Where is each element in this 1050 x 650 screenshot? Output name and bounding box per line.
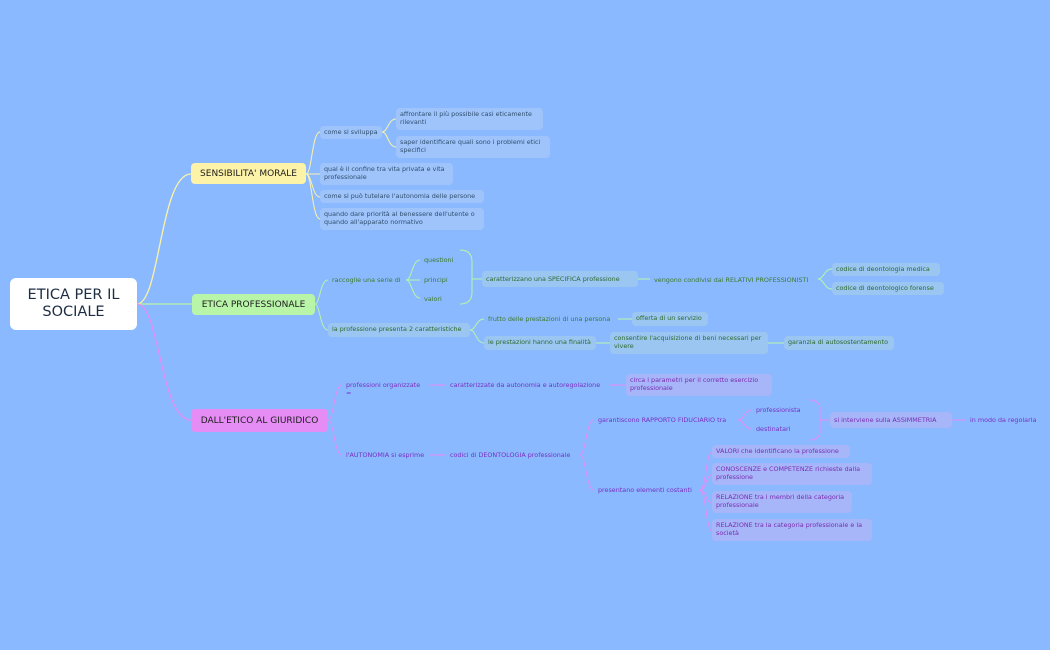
subtopic-sviluppo-casi[interactable]: affrontare il più possibile casi eticame…	[396, 108, 543, 130]
topic-etica-professionale[interactable]: ETICA PROFESSIONALE	[192, 294, 315, 315]
subtopic-autonomia-persone[interactable]: come si può tutelare l'autonomia delle p…	[320, 190, 484, 203]
item-relazione-societa[interactable]: RELAZIONE tra la categoria professionale…	[712, 519, 872, 541]
item-relazione-membri[interactable]: RELAZIONE tra i membri della categoria p…	[712, 491, 852, 513]
item-professionista[interactable]: professionista	[756, 406, 801, 414]
item-questioni[interactable]: questioni	[424, 256, 454, 264]
subtopic-elementi-costanti[interactable]: presentano elementi costanti	[598, 486, 692, 494]
topic-etico-giuridico[interactable]: DALL'ETICO AL GIURIDICO	[191, 409, 328, 432]
root-topic[interactable]: ETICA PER IL SOCIALE	[10, 278, 137, 330]
item-codice-forense[interactable]: codice di deontologico forense	[832, 282, 944, 295]
subtopic-rapporto-fiduciario[interactable]: garantiscono RAPPORTO FIDUCIARIO tra	[598, 416, 727, 424]
subtopic-autonomia-autoregolazione[interactable]: caratterizzate da autonomia e autoregola…	[450, 381, 601, 389]
subtopic-codici-deontologia[interactable]: codici di DEONTOLOGIA professionale	[450, 451, 571, 459]
item-garanzia[interactable]: garanzia di autosostentamento	[784, 336, 894, 350]
subtopic-raccoglie[interactable]: raccoglie una serie di	[332, 276, 401, 284]
item-parametri-esercizio[interactable]: circa i parametri per il corretto eserci…	[626, 374, 772, 396]
subtopic-autonomia-esprime[interactable]: l'AUTONOMIA si esprime	[346, 451, 425, 459]
topic-sensibilita-morale[interactable]: SENSIBILITA' MORALE	[191, 163, 306, 184]
item-principi[interactable]: principi	[424, 276, 448, 284]
subtopic-sviluppo-problemi[interactable]: saper identificare quali sono i problemi…	[396, 136, 550, 158]
subtopic-confine-vita[interactable]: qual è il confine tra vita privata e vit…	[320, 163, 453, 185]
subtopic-due-caratteristiche[interactable]: la professione presenta 2 caratteristich…	[328, 323, 470, 337]
item-consentire-beni[interactable]: consentire l'acquisizione di beni necess…	[610, 332, 768, 354]
subtopic-come-si-sviluppa[interactable]: come si sviluppa	[320, 126, 382, 139]
subtopic-assimmetria[interactable]: si interviene sulla ASSIMMETRIA	[830, 412, 952, 428]
subtopic-professioni-organizzate[interactable]: professioni organizzate =	[346, 381, 421, 397]
subtopic-priorita-benessere[interactable]: quando dare priorità al benessere dell'u…	[320, 208, 484, 230]
item-valori-professione[interactable]: VALORI che identificano la professione	[712, 445, 850, 458]
subtopic-finalita[interactable]: le prestazioni hanno una finalità	[484, 336, 596, 350]
item-conoscenze-competenze[interactable]: CONOSCENZE e COMPETENZE richieste dalla …	[712, 463, 872, 485]
item-destinatari[interactable]: destinatari	[756, 425, 791, 433]
item-regolarla[interactable]: in modo da regolarla	[970, 416, 1037, 424]
subtopic-caratterizzano[interactable]: caratterizzano una SPECIFICA professione	[482, 271, 638, 287]
item-offerta-servizio[interactable]: offerta di un servizio	[632, 312, 708, 326]
item-codice-medica[interactable]: codice di deontologia medica	[832, 263, 940, 276]
item-valori[interactable]: valori	[424, 295, 442, 303]
subtopic-frutto-prestazioni[interactable]: frutto delle prestazioni di una persona	[488, 315, 611, 323]
subtopic-condivisi[interactable]: vengono condivisi dai RELATIVI PROFESSIO…	[654, 276, 809, 284]
